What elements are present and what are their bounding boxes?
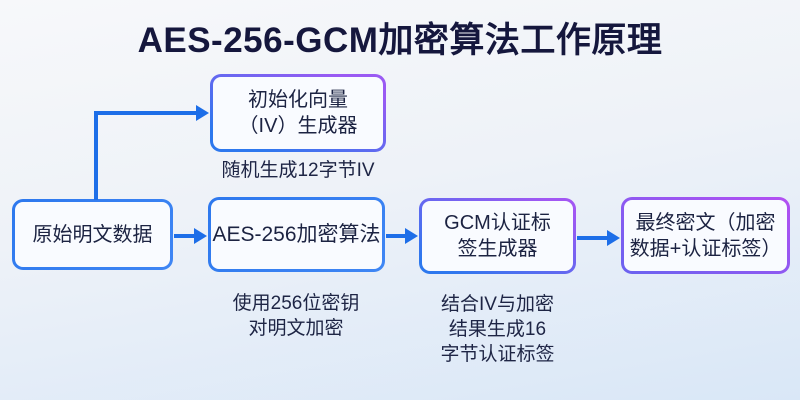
arrow-gcm-to-final	[577, 236, 609, 240]
connector-plaintext-to-iv-vertical	[94, 112, 98, 200]
node-plaintext: 原始明文数据	[12, 199, 173, 270]
arrowhead-to-gcm-icon	[405, 228, 418, 244]
arrow-plaintext-to-aes	[174, 234, 196, 238]
arrowhead-to-final-icon	[607, 230, 620, 246]
node-gcm-tag-generator: GCM认证标 签生成器	[419, 198, 576, 274]
caption-gcm: 结合IV与加密 结果生成16 字节认证标签	[440, 294, 555, 365]
caption-aes: 使用256位密钥 对明文加密	[232, 293, 360, 339]
arrowhead-to-iv-icon	[196, 105, 209, 121]
node-final-ciphertext: 最终密文（加密 数据+认证标签）	[621, 197, 790, 274]
connector-plaintext-to-iv-horizontal	[94, 111, 196, 115]
node-aes-algorithm: AES-256加密算法	[208, 197, 385, 272]
node-iv-generator: 初始化向量 （IV）生成器	[210, 74, 386, 152]
arrow-aes-to-gcm	[386, 234, 407, 238]
arrowhead-to-aes-icon	[194, 228, 207, 244]
diagram-title: AES-256-GCM加密算法工作原理	[137, 21, 663, 60]
caption-iv: 随机生成12字节IV	[221, 160, 375, 181]
